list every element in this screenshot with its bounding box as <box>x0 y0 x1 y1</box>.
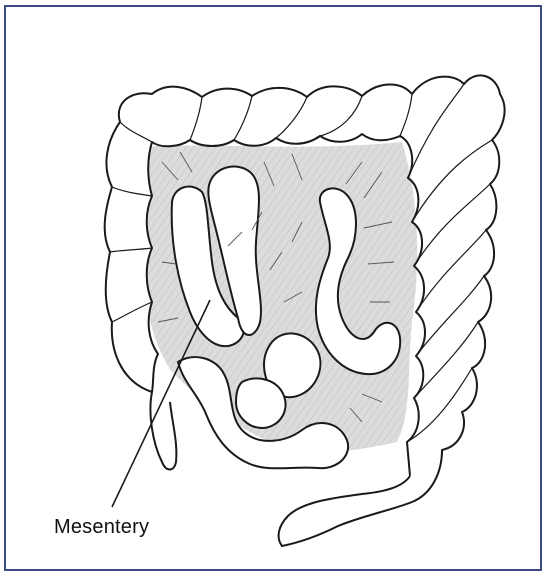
mesentery-label: Mesentery <box>54 516 149 539</box>
figure-frame <box>4 5 542 571</box>
intestine-illustration <box>6 7 540 569</box>
